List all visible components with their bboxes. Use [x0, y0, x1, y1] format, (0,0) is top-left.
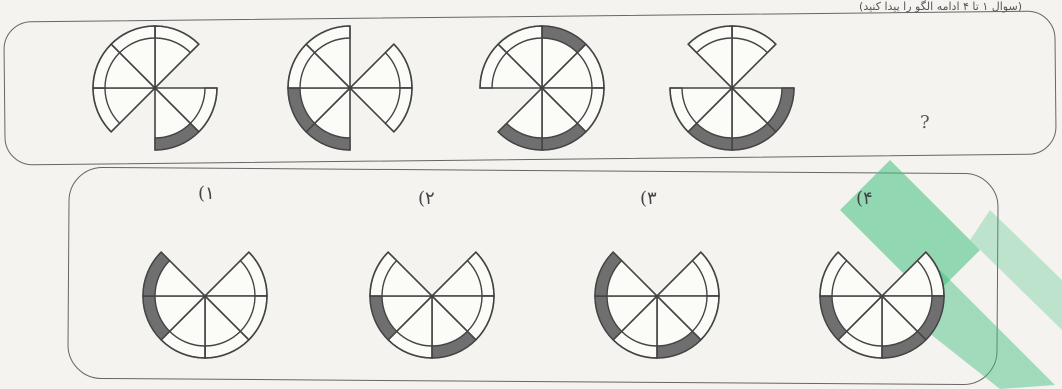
sequence-figure-4 — [642, 18, 822, 158]
sequence-figure-3 — [452, 18, 632, 158]
question-mark: ? — [920, 112, 930, 133]
wheel-sector — [882, 252, 944, 296]
option-4-figure[interactable] — [792, 218, 972, 374]
option-1-label: (۱ — [198, 183, 215, 204]
sector-wedge — [688, 26, 732, 88]
option-4-label: (۴ — [856, 188, 873, 209]
wheel-sector — [93, 88, 155, 132]
wheel-sector — [350, 88, 412, 132]
sequence-figure-1 — [65, 18, 245, 158]
sequence-figure-2 — [260, 18, 440, 158]
sector-wedge — [155, 26, 199, 88]
wheel-sector — [205, 252, 267, 296]
wheel-sector — [143, 252, 205, 296]
option-3-figure[interactable] — [567, 218, 747, 374]
wheel-sector — [370, 252, 432, 296]
sector-wedge — [820, 252, 882, 296]
wheel-sector — [155, 26, 199, 88]
wheel-sector — [595, 252, 657, 296]
wheel-sector — [350, 44, 412, 88]
option-1-figure[interactable] — [115, 218, 295, 374]
sector-wedge — [732, 26, 776, 88]
sector-wedge — [350, 44, 412, 88]
wheel-sector — [498, 88, 542, 150]
wheel-sector — [432, 252, 494, 296]
watermark-shape-3 — [970, 210, 1062, 330]
sector-wedge — [882, 252, 944, 296]
sector-wedge — [205, 252, 267, 296]
wheel-sector — [732, 26, 776, 88]
option-2-figure[interactable] — [342, 218, 522, 374]
sector-wedge — [432, 252, 494, 296]
wheel-sector — [657, 252, 719, 296]
sector-wedge — [657, 252, 719, 296]
option-3-label: (۳ — [640, 188, 657, 209]
sector-wedge — [93, 88, 155, 132]
wheel-sector — [688, 26, 732, 88]
sector-wedge — [370, 252, 432, 296]
option-2-label: (۲ — [418, 188, 435, 209]
sector-wedge — [350, 88, 412, 132]
wheel-sector — [820, 252, 882, 296]
